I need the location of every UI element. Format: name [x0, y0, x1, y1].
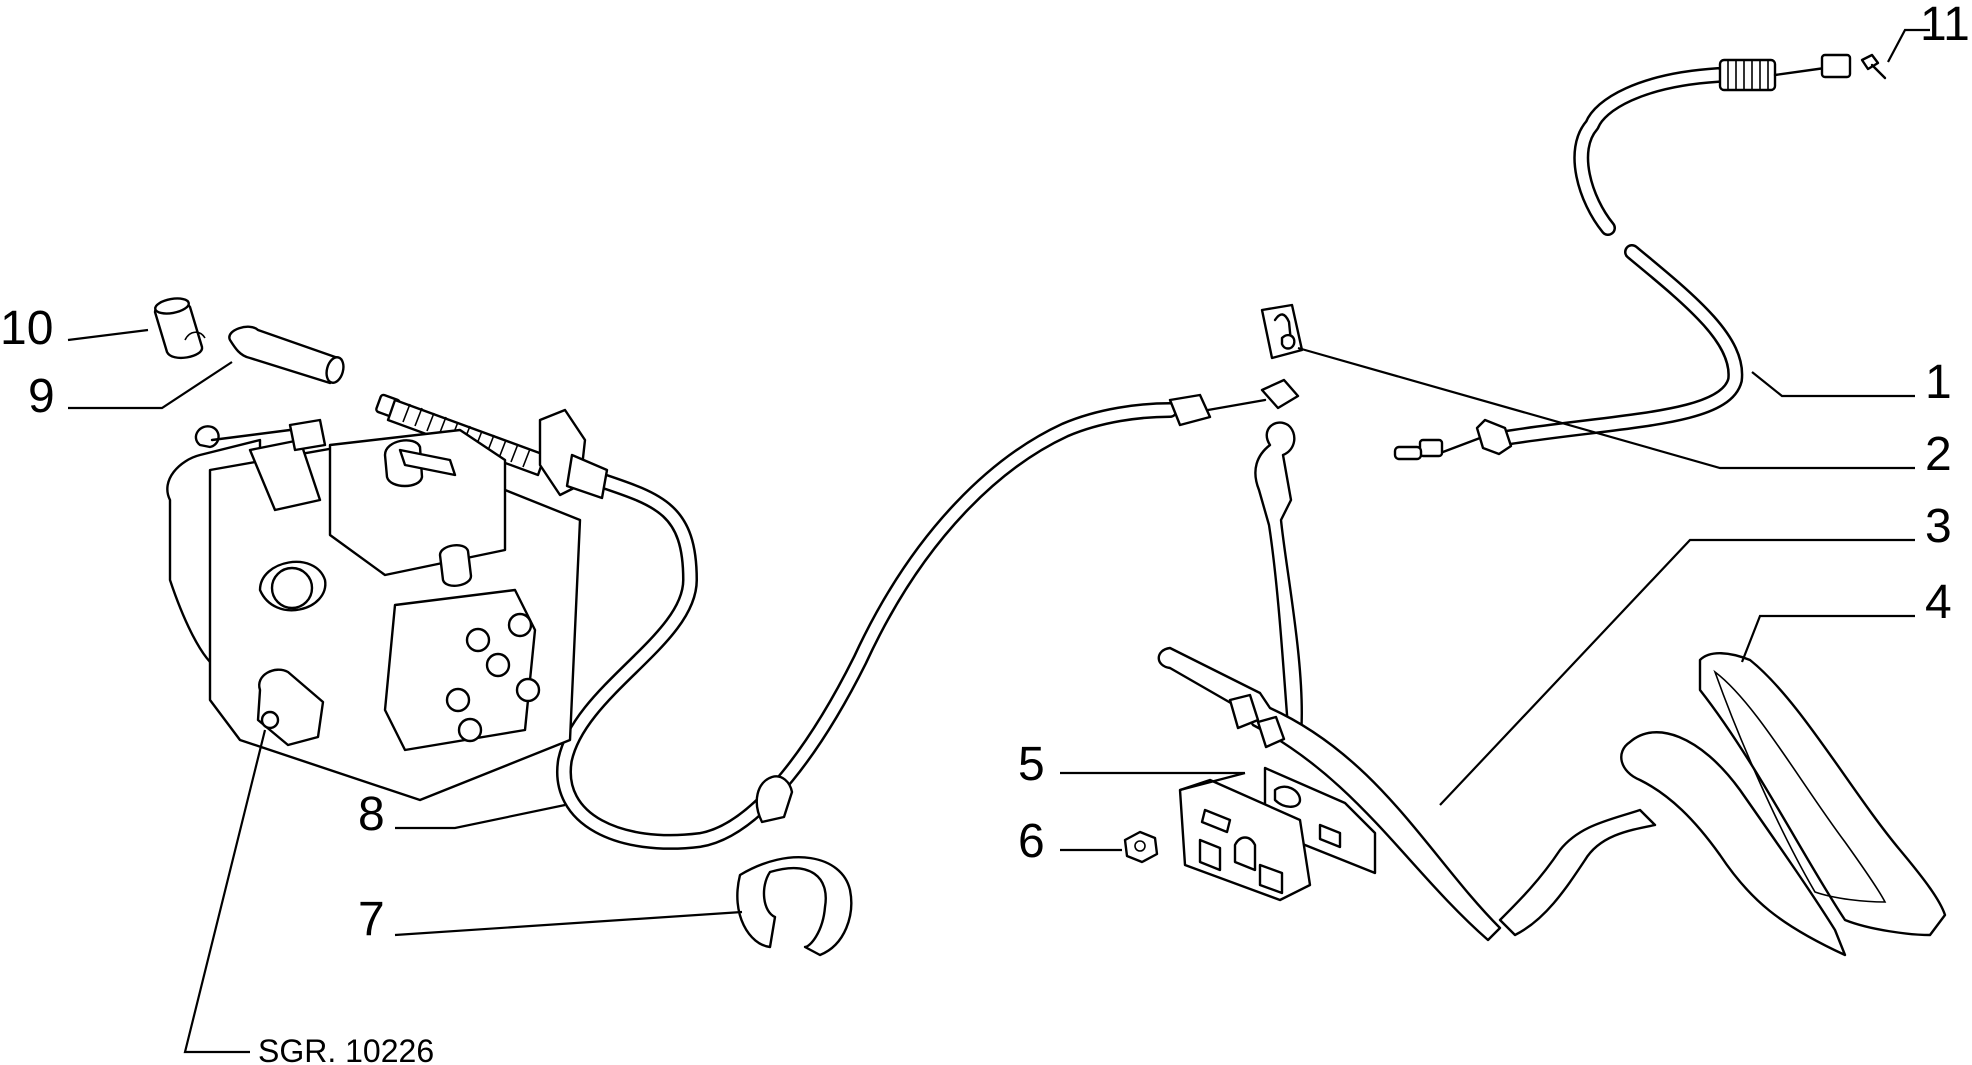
leader-5	[1060, 771, 1246, 792]
part-9-pin	[228, 325, 345, 385]
part-11-screw	[1860, 53, 1887, 80]
leader-caption	[183, 729, 267, 1054]
callout-7: 7	[358, 893, 385, 946]
injection-pump	[166, 418, 582, 802]
leader-9	[68, 361, 233, 410]
leader-10	[67, 328, 149, 342]
callout-10: 10	[0, 302, 53, 355]
part-3-pedal-lever	[1157, 421, 1847, 957]
part-1-accelerator-cable	[1393, 53, 1852, 461]
callout-6: 6	[1018, 815, 1045, 868]
part-5-pedal-bracket	[1178, 766, 1377, 902]
callout-9: 9	[28, 370, 55, 423]
part-10-bushing	[153, 297, 206, 360]
callout-3: 3	[1925, 500, 1952, 553]
leader-lines	[67, 28, 1930, 1054]
part-6-nut	[1123, 830, 1159, 864]
callout-11: 11	[1920, 0, 1970, 51]
callout-8: 8	[358, 788, 385, 841]
callouts: 1 2 3 4 5 6 7 8 9 10 11	[0, 0, 1970, 946]
part-4-pedal-pad	[1698, 652, 1947, 937]
callout-5: 5	[1018, 738, 1045, 791]
leader-11	[1887, 28, 1930, 63]
leader-8	[395, 803, 566, 830]
callout-2: 2	[1925, 428, 1952, 481]
leader-2	[1297, 346, 1915, 470]
diagram-caption: SGR. 10226	[258, 1033, 434, 1065]
leader-4	[1740, 614, 1915, 663]
leader-3	[1439, 538, 1915, 806]
callout-1: 1	[1925, 356, 1952, 409]
leader-1	[1751, 371, 1915, 398]
leader-7	[394, 910, 743, 937]
part-2-clip	[1260, 303, 1304, 360]
callout-4: 4	[1925, 576, 1952, 629]
part-7-cable-clamp	[736, 775, 853, 957]
